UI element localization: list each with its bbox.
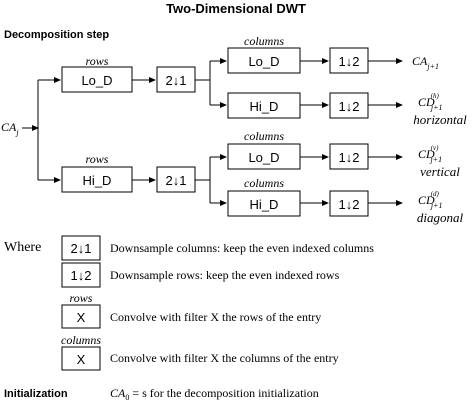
initialization-text: CA0 = s for the decomposition initializa… — [110, 386, 319, 402]
hi-d-cols-text-4: Hi_D — [250, 197, 279, 212]
down-rows-text-1: 1↓2 — [339, 54, 360, 69]
decomposition-heading: Decomposition step — [4, 29, 109, 41]
legend-down-rows-text: Downsample rows: keep the even indexed r… — [110, 268, 340, 282]
legend-where: Where — [4, 240, 41, 255]
legend-rows-x: X — [77, 310, 86, 325]
output-ca: CAj+1 — [412, 54, 439, 71]
legend-down-cols-box — [61, 235, 101, 261]
output-cd-d: CD(d)j+1 — [418, 190, 442, 210]
output-cd-h: CD(h)j+1 — [418, 92, 442, 112]
columns-label-3: columns — [244, 129, 284, 143]
caption-diagonal: diagonal — [417, 210, 464, 225]
hi-d-rows-box — [61, 166, 133, 193]
input-label: CAj — [1, 120, 19, 137]
down-cols-box-bottom — [156, 166, 196, 193]
down-rows-text-4: 1↓2 — [339, 197, 360, 212]
down-rows-text-2: 1↓2 — [339, 99, 360, 114]
down-cols-text-bottom: 2↓1 — [166, 173, 187, 188]
lo-d-rows-text: Lo_D — [81, 73, 112, 88]
legend-rows-x-box — [61, 304, 101, 329]
legend-columns-x: X — [77, 352, 86, 367]
initialization-heading: Initialization — [4, 388, 68, 400]
hi-d-cols-text-2: Hi_D — [250, 99, 279, 114]
legend-columns-text: Convolve with filter X the columns of th… — [110, 351, 339, 365]
down-cols-text-top: 2↓1 — [166, 73, 187, 88]
legend-down-cols-symbol: 2↓1 — [71, 241, 92, 256]
lo-d-rows-box — [61, 66, 133, 93]
hi-d-rows-text: Hi_D — [83, 173, 112, 188]
down-rows-box-2 — [329, 92, 369, 119]
columns-label-4: columns — [244, 176, 284, 190]
caption-horizontal: horizontal — [413, 112, 467, 127]
columns-label-1: columns — [244, 34, 284, 48]
lo-d-cols-text-3: Lo_D — [248, 150, 279, 165]
lo-d-cols-text-1: Lo_D — [248, 54, 279, 69]
down-rows-box-3 — [329, 143, 369, 170]
diagram-title: Two-Dimensional DWT — [166, 1, 306, 16]
legend-down-rows-box — [61, 262, 101, 288]
rows-label-top: rows — [86, 54, 109, 68]
legend-down-cols-text: Downsample columns: keep the even indexe… — [110, 241, 374, 255]
legend-down-rows-symbol: 1↓2 — [71, 268, 92, 283]
legend-rows-label: rows — [70, 291, 93, 305]
hi-d-cols-box-4 — [227, 190, 301, 217]
legend-rows-text: Convolve with filter X the rows of the e… — [110, 310, 321, 324]
caption-vertical: vertical — [420, 164, 460, 179]
down-rows-box-4 — [329, 190, 369, 217]
down-rows-text-3: 1↓2 — [339, 150, 360, 165]
legend-columns-label: columns — [61, 333, 101, 347]
down-rows-box-1 — [329, 47, 369, 74]
hi-d-cols-box-2 — [227, 92, 301, 119]
output-cd-v: CD(v)j+1 — [418, 144, 442, 164]
legend-columns-x-box — [61, 346, 101, 371]
rows-label-bottom: rows — [86, 152, 109, 166]
